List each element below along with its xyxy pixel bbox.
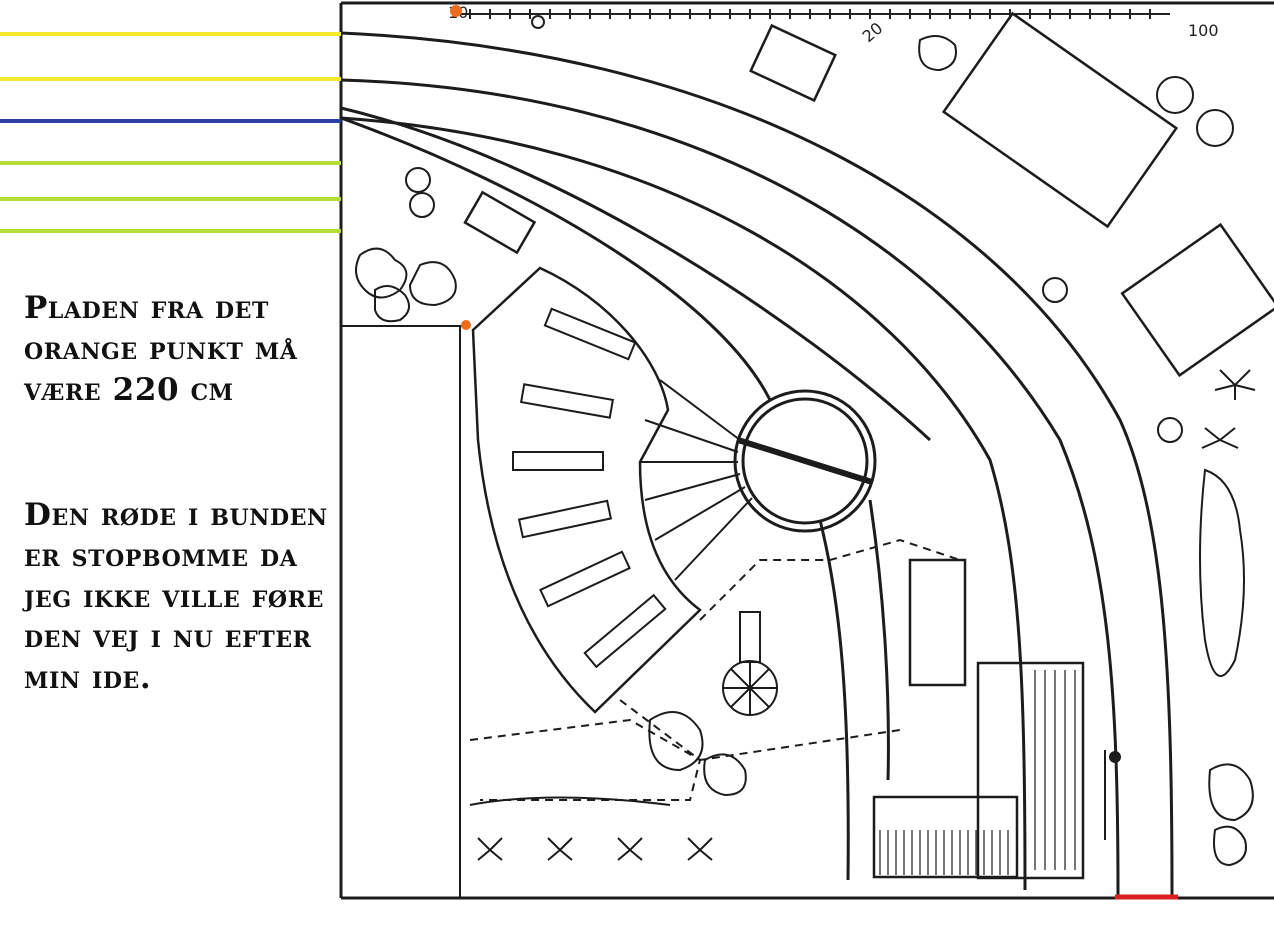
- track-markers: [0, 32, 341, 233]
- roundhouse-tracks: [640, 379, 753, 581]
- turntable: [733, 389, 877, 533]
- scale-ruler: [460, 9, 1170, 29]
- orange-point-note: Pladen fra det orange punkt må være 220 …: [24, 290, 298, 408]
- scale-label-100: 100: [1188, 21, 1219, 40]
- buildings: [463, 11, 1274, 880]
- orange-point-mid: [461, 320, 471, 330]
- building-roof-hatching: [879, 670, 1076, 875]
- palm-trees: [477, 369, 1256, 861]
- pavilion: [722, 611, 778, 716]
- signal-masts: [1104, 76, 1234, 840]
- railway-tracks: [340, 31, 1174, 896]
- roundhouse-stalls: [512, 307, 667, 669]
- orange-point-top: [450, 5, 462, 17]
- trees-and-bushes: [355, 35, 1254, 867]
- red-stop-note: Den røde i bunden er stopbomme da jeg ik…: [24, 497, 328, 697]
- scale-label-20: 20: [859, 18, 887, 46]
- roundhouse: [471, 266, 702, 714]
